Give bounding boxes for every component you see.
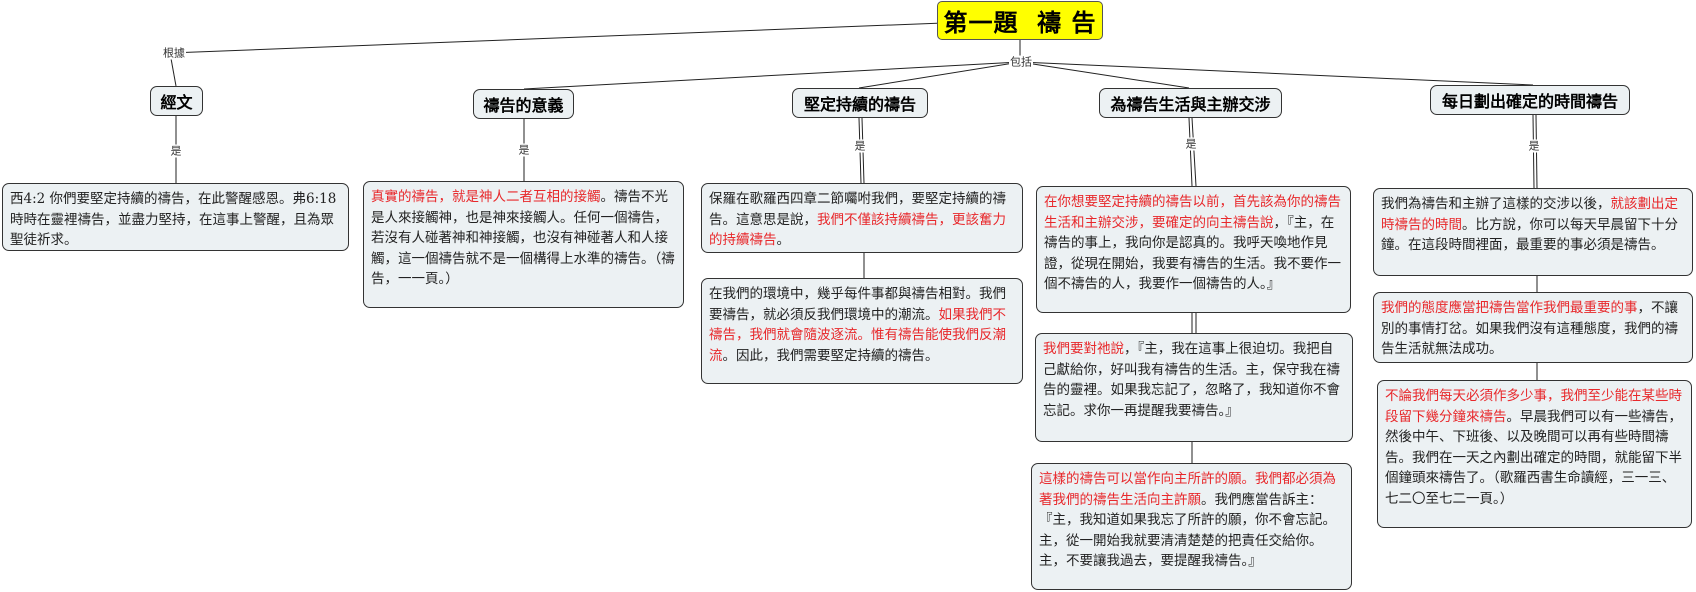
note-scripture: 西4:2 你們要堅定持續的禱告，在此警醒感恩。弗6:18 時時在靈裡禱告，並盡力… bbox=[2, 183, 349, 251]
topic-persistent-prayer[interactable]: 堅定持續的禱告 bbox=[792, 88, 928, 118]
note-deal-2: 我們要對祂說，『主，我在這事上很迫切。我把自己獻給你，好叫我有禱告的生活。主，保… bbox=[1035, 333, 1353, 442]
note-persistent-1: 保羅在歌羅西四章二節囑咐我們，要堅定持續的禱告。這意思是說，我們不僅該持續禱告，… bbox=[701, 183, 1023, 253]
root-topic[interactable]: 第一題 禱 告 bbox=[937, 1, 1103, 40]
topic-scripture[interactable]: 經文 bbox=[150, 86, 203, 116]
topic-daily-set-time[interactable]: 每日劃出確定的時間禱告 bbox=[1430, 85, 1630, 115]
link-label-is: 是 bbox=[169, 144, 183, 158]
link-label-is: 是 bbox=[517, 143, 531, 157]
topic-meaning-of-prayer[interactable]: 禱告的意義 bbox=[473, 89, 574, 119]
note-persistent-2: 在我們的環境中，幾乎每件事都與禱告相對。我們要禱告，就必須反我們環境中的潮流。如… bbox=[701, 278, 1023, 384]
note-deal-3: 這樣的禱告可以當作向主所許的願。我們都必須為著我們的禱告生活向主許願。我們應當告… bbox=[1031, 463, 1352, 590]
note-time-2: 我們的態度應當把禱告當作我們最重要的事，不讓別的事情打岔。如果我們沒有這種態度，… bbox=[1373, 292, 1693, 363]
topic-deal-with-lord[interactable]: 為禱告生活與主辦交涉 bbox=[1099, 88, 1282, 118]
link-label-is: 是 bbox=[1184, 137, 1198, 151]
note-meaning: 真實的禱告，就是神人二者互相的接觸。禱告不光是人來接觸神，也是神來接觸人。任何一… bbox=[363, 181, 684, 308]
link-label-is: 是 bbox=[853, 139, 867, 153]
note-time-3: 不論我們每天必須作多少事，我們至少能在某些時段留下幾分鐘來禱告。早晨我們可以有一… bbox=[1377, 380, 1692, 528]
link-label-includes: 包括 bbox=[1009, 55, 1033, 69]
link-label-is: 是 bbox=[1527, 139, 1541, 153]
note-time-1: 我們為禱告和主辦了這樣的交涉以後，就該劃出定時禱告的時間。比方說，你可以每天早晨… bbox=[1373, 188, 1693, 276]
note-deal-1: 在你想要堅定持續的禱告以前，首先該為你的禱告生活和主辦交涉，要確定的向主禱告說，… bbox=[1036, 186, 1351, 313]
link-label-basis: 根據 bbox=[162, 46, 186, 60]
